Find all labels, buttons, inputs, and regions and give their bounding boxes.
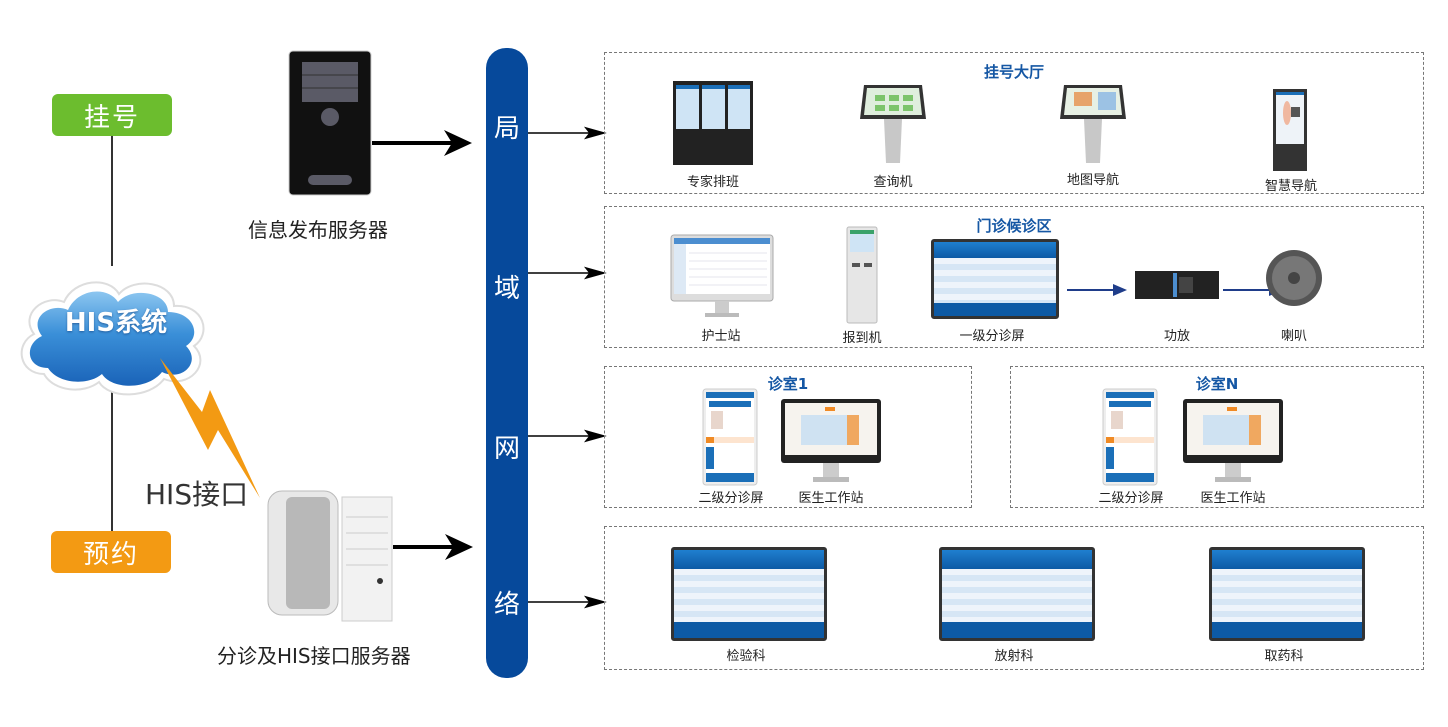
arrow-icon	[583, 126, 607, 140]
cloud-icon	[20, 281, 205, 396]
query-kiosk-icon	[860, 85, 926, 163]
device-label: 报到机	[842, 331, 882, 346]
device-label: 查询机	[873, 175, 913, 190]
zone-title: 诊室N	[1195, 375, 1239, 393]
arrow-icon	[583, 429, 607, 443]
device-label: 喇叭	[1280, 329, 1307, 344]
bus-arrows	[528, 126, 607, 609]
nurse-station-monitor-icon	[670, 234, 774, 317]
lightning-icon	[160, 358, 260, 498]
device-label: 二级分诊屏	[1098, 491, 1164, 506]
info-server-label: 信息发布服务器	[248, 218, 388, 242]
secondary-triage-screen-icon	[1102, 388, 1158, 486]
zone-room-1: 诊室1 二级分诊屏 医生工作站	[604, 366, 972, 508]
dept-screen-icon	[671, 547, 827, 641]
arrow-icon	[583, 595, 607, 609]
bus-char: 局	[493, 114, 520, 144]
dept-screen-icon	[1209, 547, 1365, 641]
speaker-icon	[1266, 250, 1322, 306]
device-label: 护士站	[701, 329, 741, 344]
device-label: 检验科	[726, 649, 766, 664]
connector-line	[111, 392, 113, 532]
device-label: 地图导航	[1066, 173, 1119, 188]
smart-nav-icon	[1273, 89, 1307, 171]
arrow-icon	[393, 534, 473, 560]
doctor-workstation-icon	[781, 399, 881, 482]
server-icon	[267, 490, 393, 622]
bus-char: 网	[493, 434, 520, 464]
dept-screen-icon	[939, 547, 1095, 641]
checkin-kiosk-icon	[846, 226, 878, 324]
device-label: 医生工作站	[1200, 491, 1266, 506]
amplifier-icon	[1135, 271, 1219, 299]
zone-waiting-area: 门诊候诊区 护士站 报到机 一级分诊屏 功放 喇叭	[604, 206, 1424, 348]
device-label: 智慧导航	[1264, 179, 1317, 194]
device-label: 取药科	[1264, 649, 1304, 664]
lan-bus: 局 域 网 络	[486, 48, 528, 678]
doctor-workstation-icon	[1183, 399, 1283, 482]
device-label: 一级分诊屏	[959, 329, 1025, 344]
server-tower-icon	[288, 50, 372, 196]
arrow-icon	[583, 266, 607, 280]
zone-title: 挂号大厅	[983, 63, 1044, 81]
bus-char: 域	[493, 274, 520, 304]
connector-line	[111, 136, 113, 266]
device-label: 医生工作站	[798, 491, 864, 506]
appointment-tag: 预约	[51, 531, 171, 573]
device-label: 二级分诊屏	[698, 491, 764, 506]
secondary-triage-screen-icon	[702, 388, 758, 486]
arrow-icon	[1067, 284, 1127, 296]
device-label: 放射科	[994, 649, 1034, 664]
arrow-icon	[372, 130, 472, 156]
schedule-display-icon	[673, 81, 753, 165]
zone-title: 门诊候诊区	[976, 217, 1052, 235]
triage-screen-icon	[931, 239, 1059, 319]
his-system-label: HIS系统	[64, 308, 168, 338]
map-kiosk-icon	[1060, 85, 1126, 163]
his-interface-label: HIS接口	[145, 478, 249, 511]
bus-char: 络	[493, 590, 520, 620]
zone-room-n: 诊室N 二级分诊屏 医生工作站	[1010, 366, 1424, 508]
device-label: 专家排班	[686, 175, 739, 190]
zone-departments: 检验科 放射科 取药科	[604, 526, 1424, 670]
zone-title: 诊室1	[767, 375, 809, 393]
zone-registration-hall: 挂号大厅 专家排班 查询机 地图导航 智慧导航	[604, 52, 1424, 194]
registration-tag: 挂号	[52, 94, 172, 136]
device-label: 功放	[1163, 329, 1190, 344]
triage-server-label: 分诊及HIS接口服务器	[217, 644, 411, 668]
